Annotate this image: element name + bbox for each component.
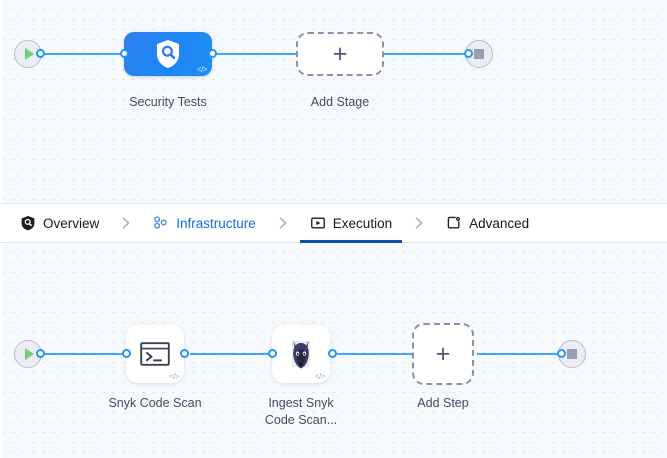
port-step-start-output[interactable]: [36, 349, 45, 358]
tab-execution[interactable]: Execution: [299, 204, 403, 243]
shield-magnifier-icon: [157, 40, 179, 68]
step-node-ingest-snyk-code-scan[interactable]: </>: [272, 325, 330, 383]
canvas-left-edge: [0, 0, 3, 203]
card-gear-icon: [447, 216, 461, 229]
play-icon: [25, 48, 34, 60]
stage-node-security-tests[interactable]: </>: [124, 32, 212, 76]
tab-label-execution: Execution: [332, 215, 393, 231]
pipeline-start-node[interactable]: [14, 40, 42, 68]
edge-start-to-security-tests: [40, 53, 132, 55]
code-badge: </>: [314, 372, 326, 381]
hexagon-cluster-icon: [154, 216, 167, 229]
port-ingest-output[interactable]: [328, 349, 337, 358]
port-end-input[interactable]: [464, 49, 473, 58]
port-security-tests-input[interactable]: [120, 49, 129, 58]
tab-label-advanced: Advanced: [469, 215, 530, 231]
play-box-icon: [310, 217, 325, 229]
play-icon: [25, 348, 34, 360]
plus-icon: +: [435, 339, 451, 368]
chevron-right-icon: [415, 217, 423, 229]
edge-ingest-to-add-step: [337, 353, 412, 355]
tab-infrastructure[interactable]: Infrastructure: [143, 204, 266, 242]
stage-graph: </> Security Tests + Add Stage: [0, 0, 667, 203]
breadcrumb-chevron-1: [109, 204, 143, 242]
plus-icon: +: [332, 39, 348, 68]
chevron-right-icon: [122, 217, 130, 229]
edge-snyk-code-scan-to-ingest: [190, 353, 278, 355]
tab-label-infrastructure: Infrastructure: [176, 215, 256, 231]
stop-icon: [474, 49, 484, 59]
shield-search-icon: [21, 215, 35, 231]
tab-label-overview: Overview: [43, 215, 100, 231]
port-start-output[interactable]: [36, 49, 45, 58]
add-step-label: Add Step: [417, 396, 469, 410]
port-security-tests-output[interactable]: [208, 49, 217, 58]
add-stage-button[interactable]: +: [296, 32, 384, 76]
chevron-right-icon: [279, 217, 287, 229]
code-badge: </>: [168, 372, 180, 381]
edge-add-step-to-end: [477, 353, 563, 355]
canvas-left-edge: [0, 243, 3, 458]
port-snyk-code-scan-input[interactable]: [122, 349, 131, 358]
step-graph: </> Snyk Code Scan </>: [0, 243, 667, 458]
snyk-doberman-icon: [292, 340, 310, 369]
edge-start-to-snyk-code-scan: [40, 353, 130, 355]
step-node-label-snyk-code-scan: Snyk Code Scan: [108, 396, 202, 410]
port-snyk-code-scan-output[interactable]: [180, 349, 189, 358]
step-canvas[interactable]: </> Snyk Code Scan </>: [0, 243, 667, 458]
code-badge: </>: [196, 65, 208, 74]
stage-canvas[interactable]: </> Security Tests + Add Stage: [0, 0, 667, 203]
tab-advanced[interactable]: Advanced: [436, 204, 539, 242]
pipeline-tabbar[interactable]: Overview Infrastructure: [0, 203, 667, 243]
port-ingest-input[interactable]: [268, 349, 277, 358]
step-node-snyk-code-scan[interactable]: </>: [126, 325, 184, 383]
add-stage-label: Add Stage: [310, 95, 370, 109]
terminal-icon: [140, 342, 170, 366]
edge-security-tests-to-add-stage: [212, 53, 306, 55]
tab-overview[interactable]: Overview: [10, 204, 109, 242]
stop-icon: [567, 349, 577, 359]
stage-node-label-security-tests: Security Tests: [129, 95, 207, 109]
add-step-button[interactable]: +: [412, 323, 474, 385]
port-step-end-input[interactable]: [557, 349, 566, 358]
breadcrumb-chevron-3: [402, 204, 436, 242]
breadcrumb-chevron-2: [266, 204, 300, 242]
step-node-label-ingest-snyk-code-scan: Ingest Snyk Code Scan...: [264, 396, 338, 427]
edge-add-stage-to-end: [382, 53, 469, 55]
